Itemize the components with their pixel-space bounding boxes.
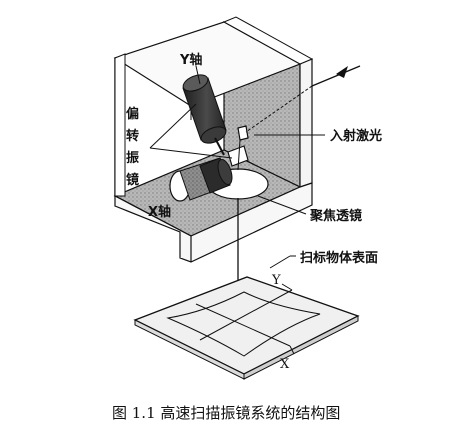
leader-lines bbox=[149, 65, 325, 269]
label-focus-lens: 聚焦透镜 bbox=[309, 208, 362, 224]
mirror-x bbox=[227, 145, 249, 167]
scan-field bbox=[166, 291, 321, 357]
label-galvo-char-3: 振 bbox=[126, 150, 139, 166]
label-plane-x: X bbox=[280, 357, 290, 372]
label-input-laser: 入射激光 bbox=[330, 128, 382, 144]
label-galvo-char-1: 偏 bbox=[126, 106, 139, 122]
label-y-axis: Y轴 bbox=[179, 52, 202, 68]
label-scan-surface: 扫标物体表面 bbox=[300, 250, 378, 266]
figure-caption: 图 1.1 高速扫描振镜系统的结构图 bbox=[112, 404, 340, 422]
galvo-mirrors bbox=[227, 125, 249, 167]
input-laser-beam bbox=[237, 65, 361, 171]
mirror-y bbox=[237, 125, 249, 141]
label-x-axis: X轴 bbox=[148, 204, 171, 220]
x-axis-motor bbox=[169, 157, 233, 202]
housing-right-face bbox=[299, 58, 313, 188]
work-plane bbox=[133, 276, 360, 380]
y-axis-motor bbox=[182, 74, 227, 156]
label-galvo-char-2: 转 bbox=[126, 128, 139, 144]
housing-top-rim bbox=[222, 16, 314, 65]
housing-bottom-slab bbox=[114, 182, 313, 263]
label-galvo-char-4: 镜 bbox=[126, 172, 139, 188]
label-plane-y: Y bbox=[271, 273, 281, 288]
housing-left-edge bbox=[114, 53, 126, 197]
